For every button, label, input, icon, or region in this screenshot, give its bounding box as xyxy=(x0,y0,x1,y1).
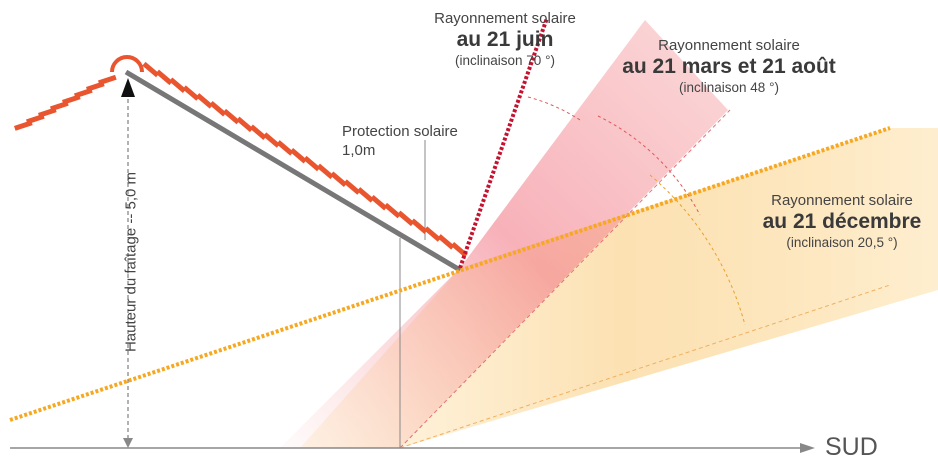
roof-tile xyxy=(249,124,267,140)
june-ray-inclination: (inclinaison 70 °) xyxy=(455,53,555,68)
roof-tiles-right xyxy=(142,61,468,258)
december-ray-label: Rayonnement solaire au 21 décembre (incl… xyxy=(744,192,938,252)
roof-tile xyxy=(169,77,187,93)
roof-tile xyxy=(195,93,213,109)
june-ray-label: Rayonnement solaire au 21 juin (inclinai… xyxy=(420,10,590,70)
december-lower-boundary xyxy=(399,284,891,449)
roof-tile xyxy=(155,69,173,86)
roof-slope xyxy=(124,69,462,273)
june-ray-date: au 21 juin xyxy=(456,28,554,51)
march-ray-label: Rayonnement solaire au 21 mars et 21 aoû… xyxy=(600,37,858,97)
south-direction-label: SUD xyxy=(825,433,878,461)
roof-tile xyxy=(182,85,200,101)
angle-arc-december xyxy=(649,174,746,326)
angle-arc-june xyxy=(527,96,581,121)
march-ray-date: au 21 mars et 21 août xyxy=(622,55,836,78)
roof-tile xyxy=(397,210,415,227)
south-arrowhead xyxy=(800,443,815,453)
ridge-height-label: Hauteur du faîtage -- 5,0 m xyxy=(122,171,140,353)
ridge-cap xyxy=(110,55,144,73)
height-arrow-bottom xyxy=(123,438,133,448)
roof-tile xyxy=(370,194,388,211)
roof-tiles-left xyxy=(13,74,117,131)
roof-tile xyxy=(356,187,374,203)
december-ray-inclination: (inclinaison 20,5 °) xyxy=(786,235,898,250)
protection-label: Protection solaire 1,0m xyxy=(342,122,458,160)
december-ray-date: au 21 décembre xyxy=(762,210,922,233)
height-arrow-top xyxy=(121,78,135,97)
roof-tile xyxy=(343,179,361,195)
protection-label-title: Protection solaire xyxy=(342,123,458,140)
roof-tile xyxy=(316,163,334,180)
march-ray-inclination: (inclinaison 48 °) xyxy=(679,80,779,95)
roof-tile xyxy=(222,108,240,125)
roof-tile xyxy=(289,147,307,164)
march-light-band xyxy=(280,20,728,448)
roof-tile xyxy=(13,120,33,131)
angle-arc-march xyxy=(597,115,701,216)
roof-tile xyxy=(263,132,281,148)
roof-tile xyxy=(236,116,254,133)
roof-tile xyxy=(437,234,455,250)
roof-tile xyxy=(142,61,160,78)
june-sun-ray xyxy=(458,17,549,269)
roof-tile xyxy=(209,100,227,117)
roof-tile xyxy=(383,202,401,219)
december-sun-ray xyxy=(9,126,891,422)
roof-tile xyxy=(450,241,468,258)
roof-tile xyxy=(330,171,348,187)
march-lower-boundary xyxy=(399,109,731,449)
june-ray-title: Rayonnement solaire xyxy=(434,10,576,27)
roof-tile xyxy=(303,155,321,172)
march-ray-title: Rayonnement solaire xyxy=(658,37,800,54)
roof-tile xyxy=(276,140,294,156)
roof-tile xyxy=(410,218,428,234)
protection-label-size: 1,0m xyxy=(342,142,376,159)
roof-tile xyxy=(424,226,442,242)
december-ray-title: Rayonnement solaire xyxy=(771,192,913,209)
